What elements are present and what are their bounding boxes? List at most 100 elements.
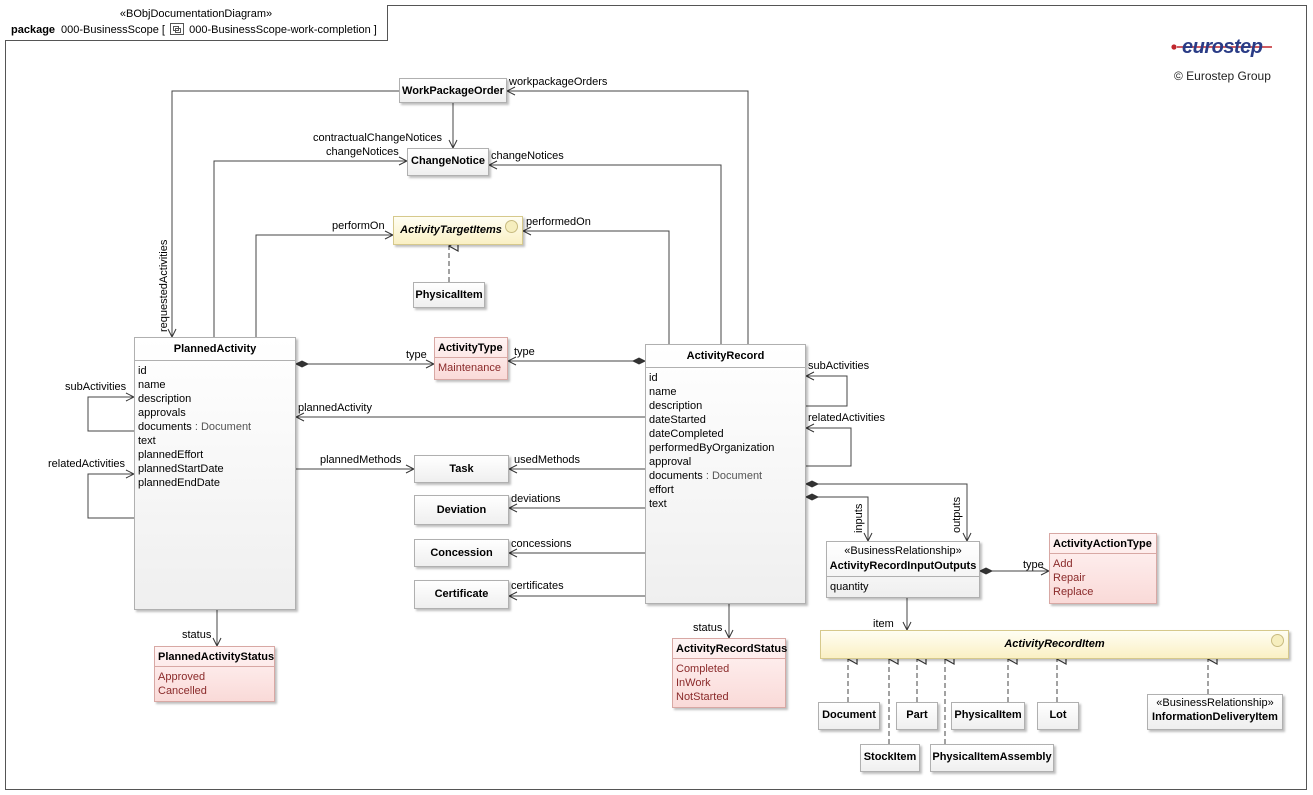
literal: InWork <box>676 677 711 689</box>
literal: Maintenance <box>438 362 501 374</box>
diagram-icon <box>170 23 185 35</box>
attribute: plannedEffort <box>138 449 204 461</box>
class-name: ActivityRecordInputOutputs <box>829 560 977 572</box>
role-performed-on: performedOn <box>526 216 591 228</box>
role-status-left: status <box>182 629 212 641</box>
class-name: ActivityRecordItem <box>1004 638 1105 650</box>
class-change-notice[interactable]: ChangeNotice <box>407 148 489 176</box>
attribute-list: quantity <box>827 576 979 597</box>
class-activity-record[interactable]: ActivityRecord id name description dateS… <box>645 344 806 604</box>
class-concession[interactable]: Concession <box>414 539 509 567</box>
role-type-left: type <box>406 349 427 361</box>
enum-activity-action-type[interactable]: ActivityActionType Add Repair Replace <box>1049 533 1157 604</box>
role-inputs: inputs <box>853 503 865 533</box>
class-name: ActivityTargetItems <box>400 224 502 236</box>
edge-workpackage-orders <box>507 91 749 344</box>
role-certificates: certificates <box>511 580 564 592</box>
class-physical-item-bottom[interactable]: PhysicalItem <box>951 702 1025 730</box>
class-activity-record-input-outputs[interactable]: «BusinessRelationship» ActivityRecordInp… <box>826 541 980 598</box>
edge-perform-on <box>255 235 393 337</box>
enum-activity-type[interactable]: ActivityType Maintenance <box>434 337 508 380</box>
role-perform-on: performOn <box>332 220 385 232</box>
class-lot[interactable]: Lot <box>1037 702 1079 730</box>
eurostep-logo: eurostep <box>1171 36 1272 59</box>
attribute: id <box>138 365 147 377</box>
logo-text: eurostep <box>1182 36 1263 58</box>
edge-related-activities-right <box>806 428 852 467</box>
class-document[interactable]: Document <box>818 702 880 730</box>
literal: Cancelled <box>158 685 207 697</box>
attribute: id <box>649 372 658 384</box>
attribute: documents : Document <box>649 470 763 482</box>
class-name: Part <box>906 709 928 721</box>
role-change-notices-right: changeNotices <box>491 150 564 162</box>
class-work-package-order[interactable]: WorkPackageOrder <box>399 78 507 103</box>
edge-performed-on <box>523 231 670 344</box>
role-concessions: concessions <box>511 538 572 550</box>
copyright: © Eurostep Group <box>1174 69 1271 83</box>
role-planned-activity: plannedActivity <box>298 402 372 414</box>
class-planned-activity[interactable]: PlannedActivity id name description appr… <box>134 337 296 610</box>
attribute-list: id name description approvals documents … <box>135 360 295 493</box>
enum-planned-activity-status[interactable]: PlannedActivityStatus Approved Cancelled <box>154 646 275 702</box>
role-item: item <box>873 618 894 630</box>
role-outputs: outputs <box>951 496 963 533</box>
edge-sub-activities-left <box>87 397 134 432</box>
attribute: dateCompleted <box>649 428 724 440</box>
class-task[interactable]: Task <box>414 455 509 483</box>
class-name: ActivityRecord <box>686 350 765 362</box>
attribute: documents : Document <box>138 421 252 433</box>
literal-list: Completed InWork NotStarted <box>673 658 785 707</box>
attribute: effort <box>649 484 674 496</box>
class-part[interactable]: Part <box>896 702 938 730</box>
class-name: Concession <box>430 547 493 559</box>
class-name: ActivityRecordStatus <box>676 643 788 655</box>
interface-circle-icon <box>1271 634 1284 647</box>
class-name: Document <box>822 709 876 721</box>
role-contractual-change-notices: contractualChangeNotices <box>313 132 443 144</box>
attribute: name <box>138 379 166 391</box>
role-status-right: status <box>693 622 723 634</box>
class-name: ActivityActionType <box>1053 538 1152 550</box>
role-sub-activities-left: subActivities <box>65 381 127 393</box>
class-physical-item-assembly[interactable]: PhysicalItemAssembly <box>930 744 1054 772</box>
class-name: PlannedActivity <box>173 343 257 355</box>
literal: Approved <box>158 671 206 683</box>
class-activity-record-item[interactable]: ActivityRecordItem <box>820 630 1289 659</box>
attribute: plannedStartDate <box>138 463 224 475</box>
role-requested-activities: requestedActivities <box>158 239 170 332</box>
stereotype-label: «BusinessRelationship» <box>844 545 962 557</box>
class-information-delivery-item[interactable]: «BusinessRelationship» InformationDelive… <box>1147 694 1283 730</box>
literal: Completed <box>676 663 730 675</box>
attribute: plannedEndDate <box>138 477 220 489</box>
class-name: ChangeNotice <box>411 155 485 167</box>
class-activity-target-items[interactable]: ActivityTargetItems <box>393 216 523 245</box>
diagram-frame <box>5 5 1307 790</box>
class-stock-item[interactable]: StockItem <box>860 744 920 772</box>
edge-sub-activities-right <box>806 376 848 407</box>
role-related-activities-right: relatedActivities <box>808 412 886 424</box>
class-deviation[interactable]: Deviation <box>414 495 509 525</box>
stereotype-label: «BusinessRelationship» <box>1156 697 1274 709</box>
class-name: PhysicalItemAssembly <box>932 751 1052 763</box>
class-certificate[interactable]: Certificate <box>414 580 509 609</box>
edge-change-notices-left <box>213 161 407 337</box>
literal-list: Maintenance <box>435 357 507 378</box>
class-name: PhysicalItem <box>954 709 1022 721</box>
role-change-notices-left: changeNotices <box>326 146 399 158</box>
class-physical-item-top[interactable]: PhysicalItem <box>413 282 485 308</box>
diagram-name: 000-BusinessScope-work-completion ] <box>189 24 377 36</box>
enum-activity-record-status[interactable]: ActivityRecordStatus Completed InWork No… <box>672 638 788 708</box>
class-name: PhysicalItem <box>415 289 483 301</box>
literal-list: Add Repair Replace <box>1050 553 1156 602</box>
edge-related-activities-left <box>87 474 134 519</box>
interface-circle-icon <box>505 220 518 233</box>
role-type-right: type <box>514 346 535 358</box>
literal: Repair <box>1053 572 1086 584</box>
attribute: text <box>649 498 667 510</box>
class-name: Lot <box>1049 709 1067 721</box>
literal: Add <box>1053 558 1073 570</box>
role-sub-activities-right: subActivities <box>808 360 870 372</box>
